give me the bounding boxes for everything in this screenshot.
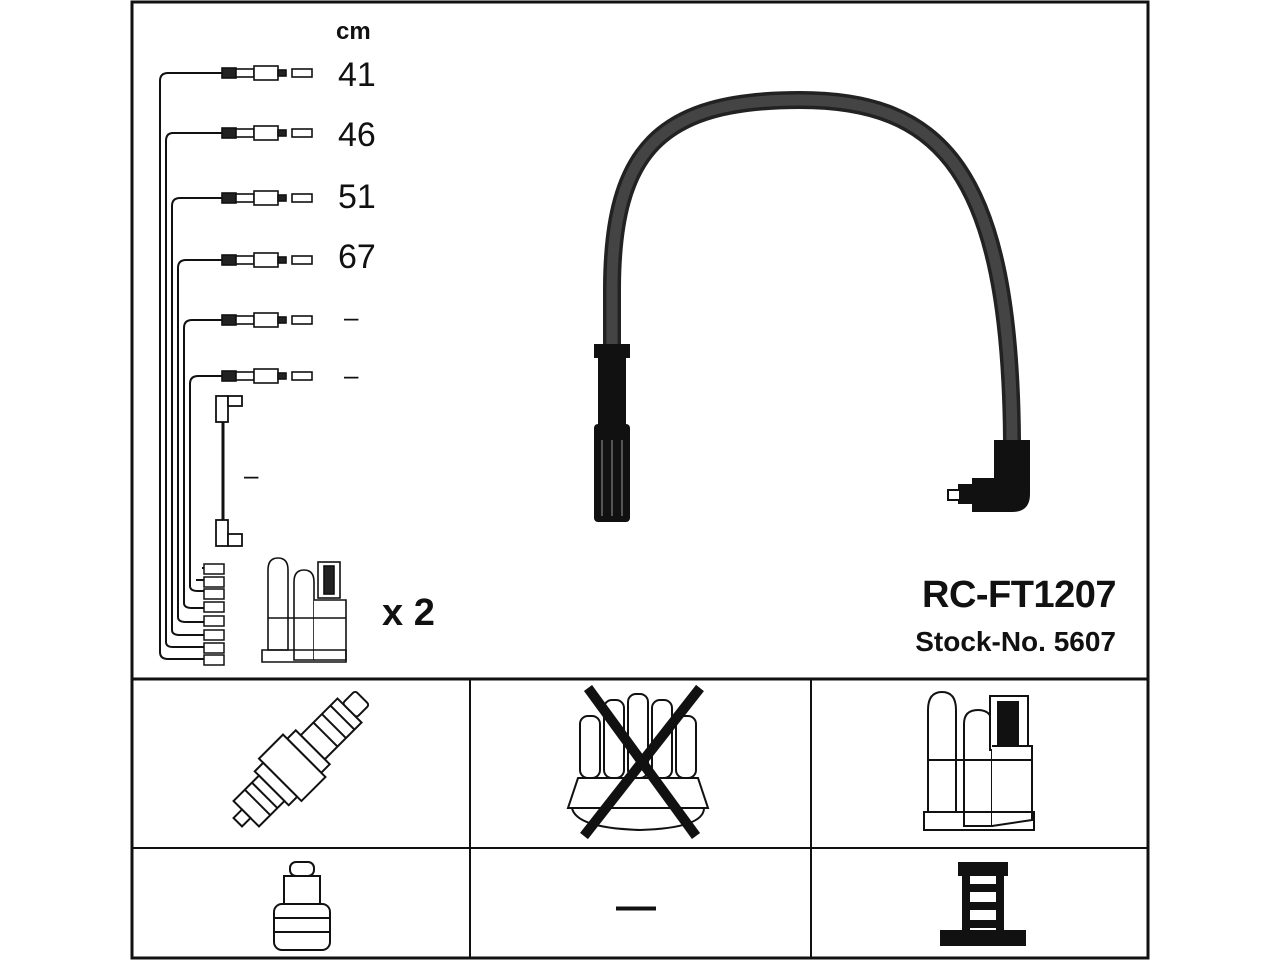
excluded-cross-icon (580, 684, 704, 840)
cable-length-3: 51 (338, 178, 376, 216)
connector-row-6 (221, 368, 313, 384)
cable-length-1: 41 (338, 56, 376, 94)
outer-frame (130, 0, 1150, 960)
connector-row-1 (221, 65, 313, 81)
length-unit-label: cm (336, 18, 371, 45)
harness-terminals (203, 563, 225, 666)
ignition-cable-icon (594, 90, 1030, 522)
cable-connectors (221, 65, 313, 384)
connector-row-4 (221, 252, 313, 268)
coil-pack-icon (923, 690, 1035, 831)
stock-number: Stock-No. 5607 (915, 626, 1116, 657)
cable-length-5: – (344, 302, 359, 332)
terminal-connector-icon (940, 862, 1026, 946)
straight-connector-icon (273, 861, 331, 951)
connector-row-2 (221, 125, 313, 141)
coil-pack-small-icon (261, 557, 347, 663)
connector-row-3 (221, 190, 313, 206)
cable-length-6: – (344, 360, 359, 390)
cap-connector-none: — (616, 884, 656, 928)
spark-plug-icon (232, 690, 370, 828)
extra-cable (215, 395, 243, 547)
extra-cable-length: – (244, 460, 259, 490)
cable-length-4: 67 (338, 238, 376, 276)
product-model: RC-FT1207 (922, 574, 1117, 616)
connector-row-5 (221, 312, 313, 328)
cable-length-2: 46 (338, 116, 376, 154)
coil-multiplier: x 2 (382, 592, 435, 634)
